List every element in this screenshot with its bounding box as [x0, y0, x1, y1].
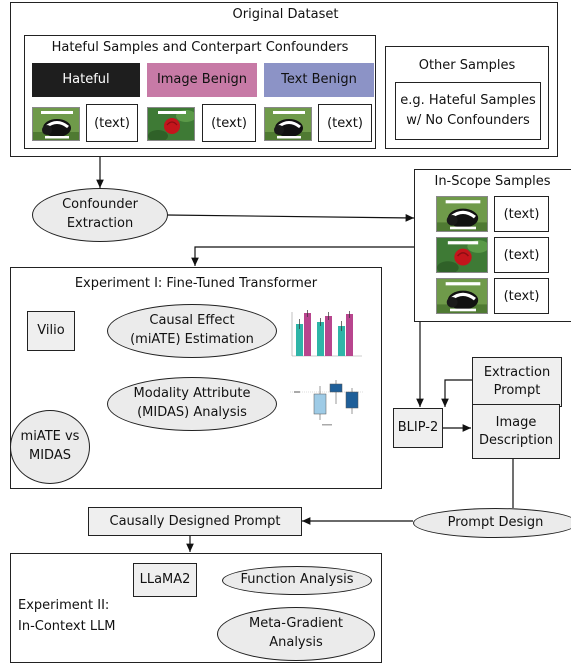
category-hateful: Hateful	[32, 63, 140, 97]
hateful-group-title: Hateful Samples and Conterpart Confounde…	[51, 40, 349, 55]
category-image-benign: Image Benign	[147, 63, 257, 97]
skunk-meme-thumbnail	[436, 278, 488, 314]
skunk-meme-thumbnail	[436, 196, 488, 232]
image-description-node: Image Description	[472, 404, 560, 459]
modality-attribute-node: Modality Attribute (MIDAS) Analysis	[107, 377, 277, 431]
category-text-benign: Text Benign	[264, 63, 374, 97]
text-label: (text)	[494, 278, 549, 314]
confounder-extraction-node: Confounder Extraction	[32, 188, 168, 242]
text-label: (text)	[202, 104, 256, 142]
bar-chart-thumbnail	[288, 310, 364, 360]
other-samples-title: Other Samples	[418, 58, 516, 73]
llama2-node: LLaMA2	[133, 563, 197, 597]
rose-meme-thumbnail	[147, 107, 195, 141]
skunk-meme-thumbnail	[32, 107, 80, 141]
other-samples-description: e.g. Hateful Samples w/ No Confounders	[395, 82, 541, 140]
vilio-node: Vilio	[27, 311, 75, 351]
text-label: (text)	[494, 196, 549, 232]
miate-vs-midas-node: miATE vs MIDAS	[10, 410, 90, 484]
extraction-prompt-node: Extraction Prompt	[472, 357, 562, 407]
causally-designed-prompt-node: Causally Designed Prompt	[88, 507, 302, 536]
function-analysis-node: Function Analysis	[222, 566, 372, 595]
experiment-one-title: Experiment I: Fine-Tuned Transformer	[74, 276, 318, 291]
in-scope-samples-title: In-Scope Samples	[434, 174, 551, 189]
blip2-node: BLIP-2	[393, 408, 443, 448]
box-plot-thumbnail	[284, 378, 366, 430]
experiment-two-title: Experiment II: In-Context LLM	[18, 598, 116, 634]
skunk-meme-thumbnail	[264, 107, 312, 141]
causal-effect-node: Causal Effect (miATE) Estimation	[107, 304, 277, 358]
original-dataset-title: Original Dataset	[232, 7, 339, 22]
rose-meme-thumbnail	[436, 237, 488, 273]
text-label: (text)	[318, 104, 372, 142]
meta-gradient-analysis-node: Meta-Gradient Analysis	[217, 607, 375, 661]
text-label: (text)	[494, 237, 549, 273]
prompt-design-node: Prompt Design	[413, 508, 571, 538]
text-label: (text)	[86, 104, 138, 142]
